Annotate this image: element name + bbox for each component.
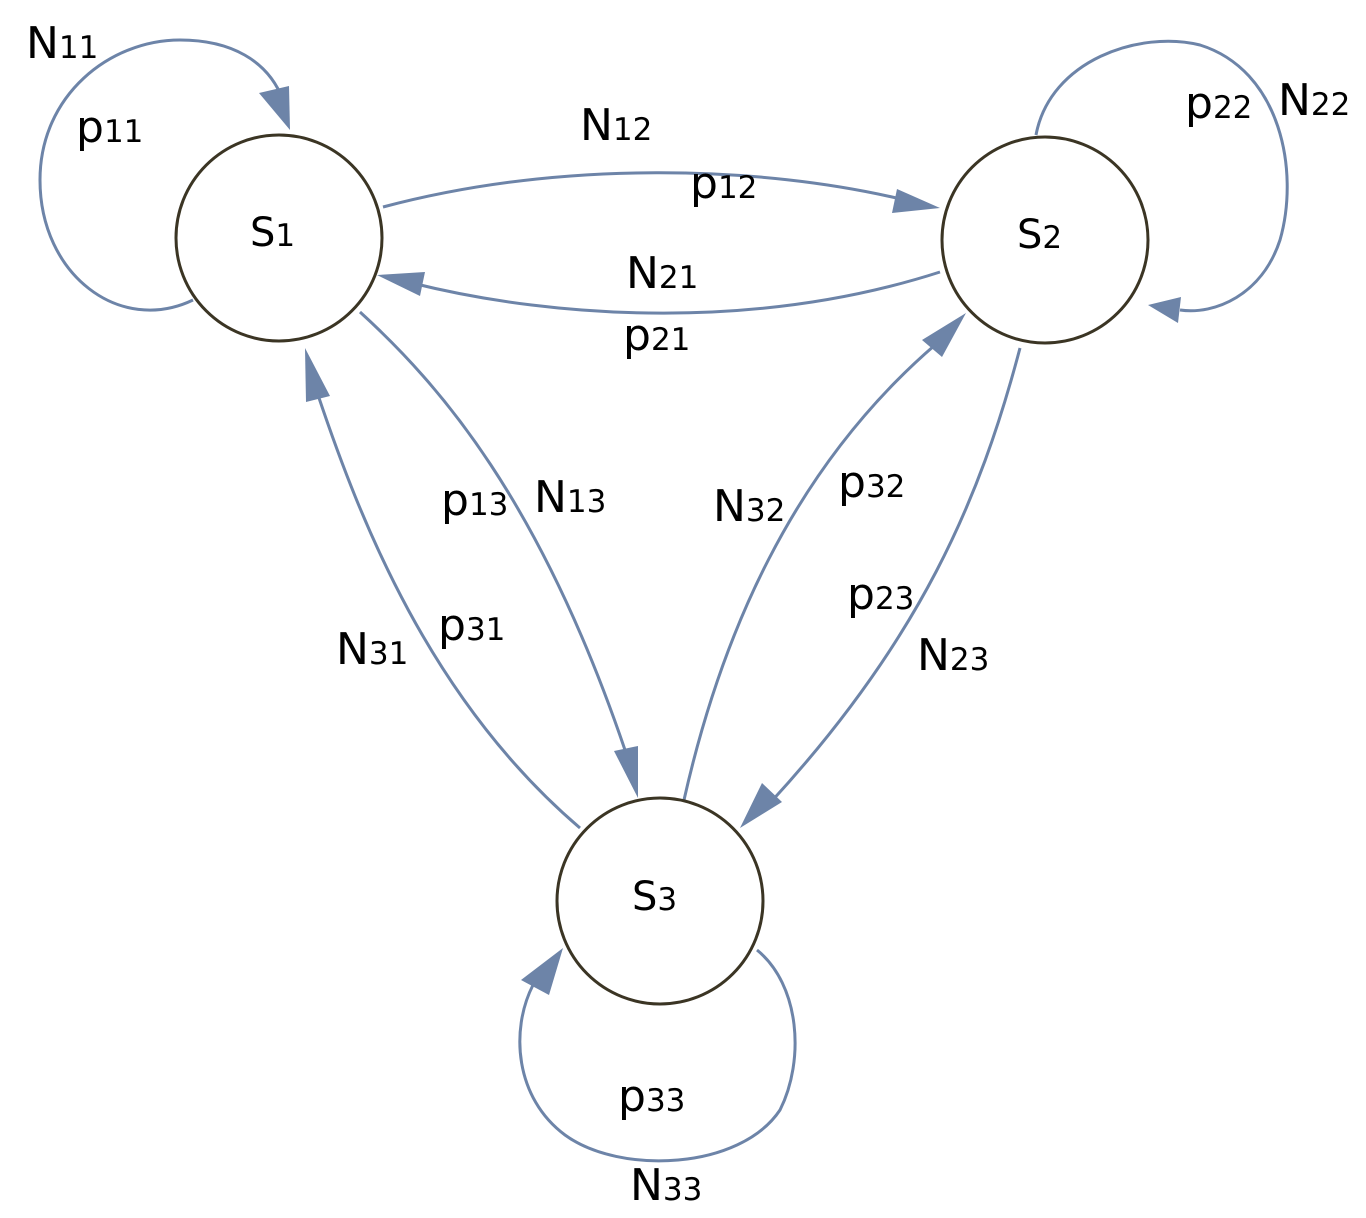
arrowhead-s1-s2 <box>892 189 940 213</box>
edge-s1-s3 <box>358 310 627 751</box>
edge-s3-s2 <box>682 343 936 801</box>
label-p22: p22 <box>1185 78 1252 129</box>
state-s3: S3 <box>555 796 765 1006</box>
label-n22: N22 <box>1278 75 1350 126</box>
label-p32: p32 <box>838 457 905 508</box>
label-n12: N12 <box>580 100 652 151</box>
label-p13: p13 <box>441 475 508 526</box>
label-n21: N21 <box>626 248 698 299</box>
state-s1: S1 <box>174 133 384 343</box>
arrowhead-s3-s3 <box>521 948 563 995</box>
edge-s1-s2 <box>382 171 906 209</box>
edge-s2-s2 <box>1034 39 1289 313</box>
label-p31: p31 <box>438 600 505 651</box>
arrowhead-s2-s1 <box>377 272 425 296</box>
arrowhead-s2-s3 <box>740 783 782 828</box>
arrowhead-s1-s1 <box>259 86 290 130</box>
label-p21: p21 <box>623 310 690 361</box>
state-s1-label: S1 <box>250 210 295 256</box>
label-n33: N33 <box>630 1160 702 1211</box>
label-p12: p12 <box>690 158 757 209</box>
arrowhead-s2-s2 <box>1148 297 1181 323</box>
edge-s3-s3 <box>518 948 797 1163</box>
arrowhead-s3-s2 <box>922 313 966 357</box>
label-p33: p33 <box>618 1071 685 1122</box>
label-n23: N23 <box>917 630 989 681</box>
edge-s2-s3 <box>768 347 1022 805</box>
edge-s3-s1 <box>316 394 581 830</box>
arrowhead-s1-s3 <box>614 746 638 798</box>
edge-s1-s1 <box>38 38 285 312</box>
edge-s2-s1 <box>411 270 941 315</box>
label-p11: p11 <box>76 102 143 153</box>
label-n11: N11 <box>26 18 98 69</box>
label-n32: N32 <box>713 481 785 532</box>
label-p23: p23 <box>847 569 914 620</box>
state-s3-label: S3 <box>632 874 677 920</box>
state-s2-label: S2 <box>1017 212 1062 258</box>
label-n31: N31 <box>336 624 408 675</box>
state-s2: S2 <box>940 135 1150 345</box>
label-n13: N13 <box>534 472 606 523</box>
arrowhead-s3-s1 <box>305 348 330 402</box>
